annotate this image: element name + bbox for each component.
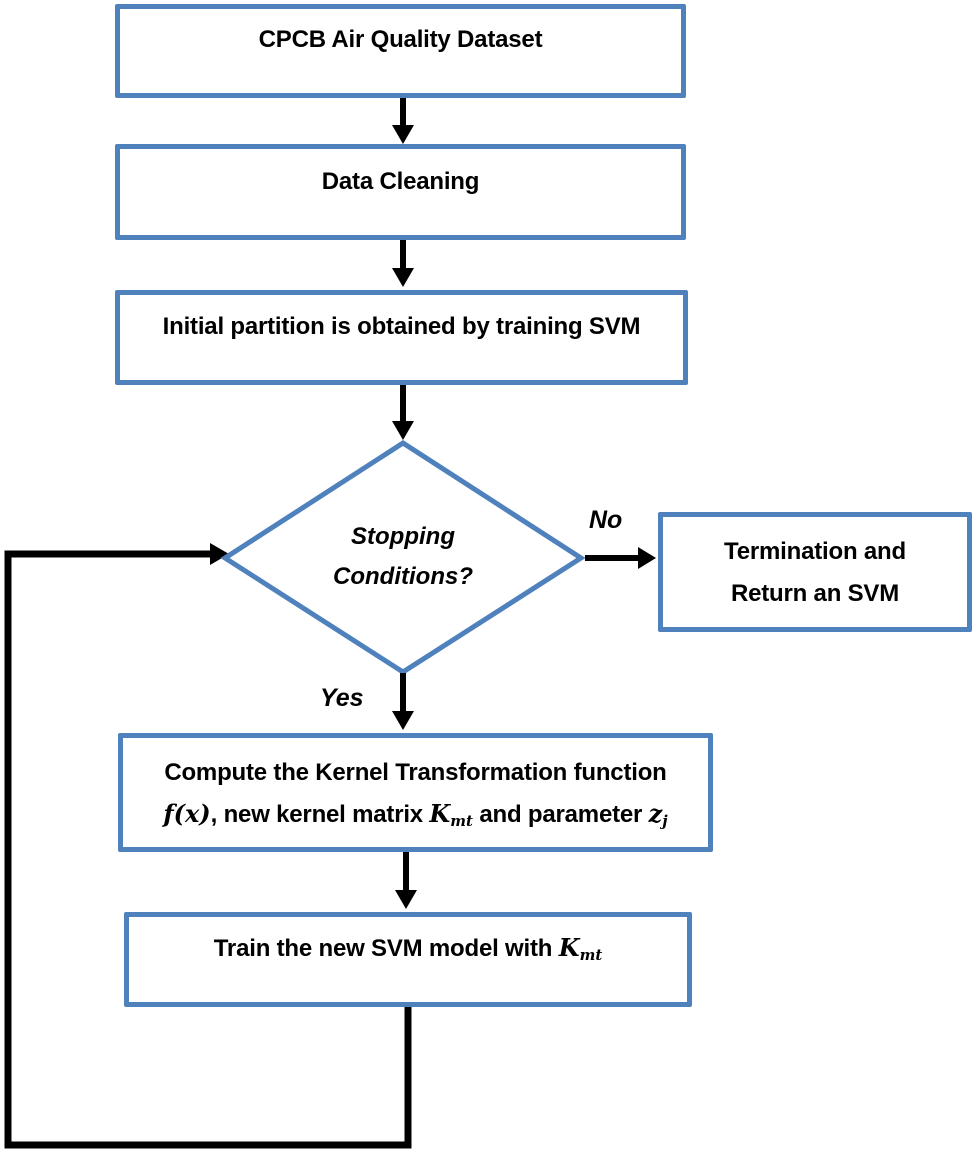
decision-diamond-shape — [220, 440, 586, 675]
node-stopping-conditions: Stopping Conditions? — [283, 517, 523, 597]
math-K-subscript-train: mt — [579, 946, 603, 965]
feedback-loop-connector — [4, 543, 412, 1149]
compute-text-after-f: , new kernel matrix — [210, 801, 430, 828]
node-initial-partition: Initial partition is obtained by trainin… — [115, 290, 688, 385]
node-train-svm-label: Train the new SVM model with Kmt — [129, 933, 687, 970]
node-termination-line1: Termination and — [724, 538, 906, 565]
stopping-conditions-line1: Stopping — [351, 523, 455, 550]
node-train-svm: Train the new SVM model with Kmt — [124, 912, 692, 1007]
arrow-dataset-to-cleaning — [392, 97, 414, 144]
node-data-cleaning-label: Data Cleaning — [321, 168, 480, 195]
arrow-no-decision-to-termination — [585, 547, 656, 569]
arrow-compute-to-train — [395, 852, 417, 909]
train-text: Train the new SVM model with — [213, 935, 559, 962]
node-cpcb-dataset: CPCB Air Quality Dataset — [115, 4, 686, 98]
math-K-symbol-train: K — [558, 933, 580, 962]
node-initial-partition-label: Initial partition is obtained by trainin… — [162, 313, 641, 340]
node-compute-kernel-line2: f(x), new kernel matrix Kmt and paramete… — [123, 793, 708, 842]
node-data-cleaning: Data Cleaning — [115, 144, 686, 240]
math-K-symbol: K — [429, 799, 451, 828]
math-z-subscript: j — [662, 812, 668, 831]
edge-label-no: No — [589, 506, 623, 534]
node-cpcb-dataset-label: CPCB Air Quality Dataset — [258, 26, 543, 53]
math-f-of-x: f(x) — [163, 799, 211, 828]
arrow-initial-to-decision — [392, 385, 414, 440]
node-termination: Termination and Return an SVM — [658, 512, 972, 632]
arrow-yes-decision-to-compute — [392, 673, 414, 730]
node-compute-kernel-line1: Compute the Kernel Transformation functi… — [164, 759, 667, 786]
node-compute-kernel: Compute the Kernel Transformation functi… — [118, 733, 713, 852]
edge-label-yes: Yes — [320, 684, 364, 712]
math-z-symbol: z — [648, 799, 663, 828]
stopping-conditions-line2: Conditions? — [333, 563, 473, 590]
node-termination-line2: Return an SVM — [730, 580, 900, 607]
compute-text-after-K: and parameter — [472, 801, 649, 828]
arrow-cleaning-to-initial — [392, 240, 414, 287]
math-K-subscript: mt — [450, 812, 473, 831]
